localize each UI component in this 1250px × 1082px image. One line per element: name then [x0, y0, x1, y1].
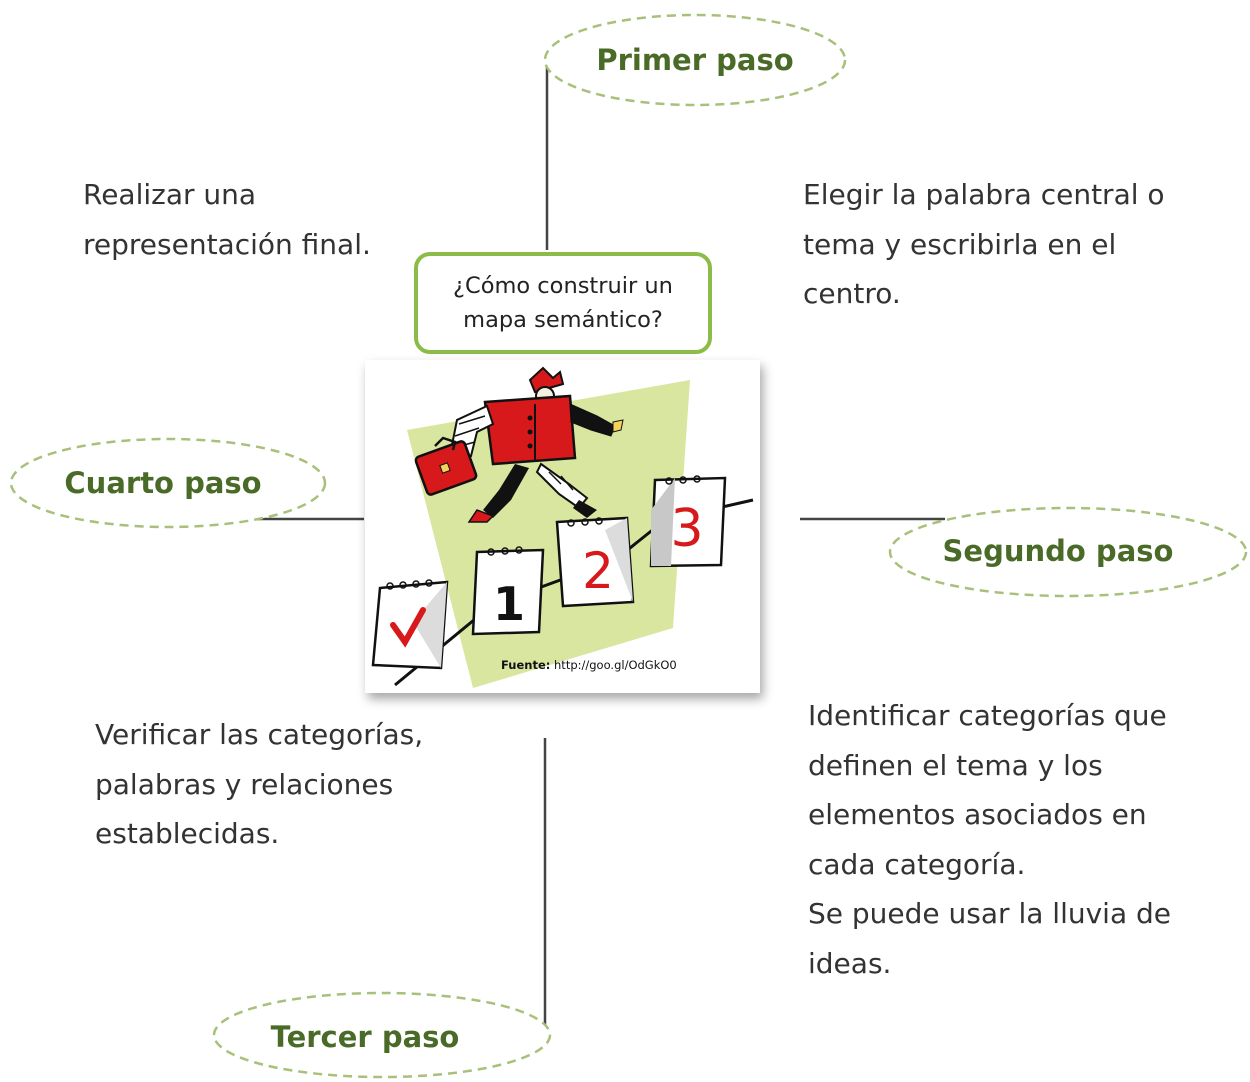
running-businessman-figure	[449, 366, 624, 523]
image-source-caption: Fuente: http://goo.gl/OdGkO0	[501, 658, 677, 672]
calendar-number-3: 3	[670, 499, 703, 559]
calendar-page-2: 2	[555, 516, 635, 608]
check-mark-icon	[390, 607, 426, 648]
source-label: Fuente:	[501, 658, 551, 672]
step-label-segundo-paso: Segundo paso	[943, 534, 1174, 568]
step-node-segundo-paso: Segundo paso	[888, 506, 1248, 598]
step-node-cuarto-paso: Cuarto paso	[9, 437, 327, 529]
central-question-box: ¿Cómo construir un mapa semántico?	[414, 252, 712, 354]
calendar-number-1: 1	[493, 577, 525, 631]
step-description-primer-paso: Elegir la palabra central o tema y escri…	[803, 178, 1165, 310]
step-description-tercer-paso: Verificar las categorías, palabras y rel…	[95, 718, 424, 850]
step-description-cuarto-paso: Realizar una representación final.	[83, 178, 371, 261]
step-node-tercer-paso: Tercer paso	[212, 991, 552, 1079]
central-illustration: 1 2 3 Fuente: http://goo.gl/OdGkO0	[365, 360, 760, 693]
briefcase-icon	[414, 436, 478, 496]
calendar-number-2: 2	[582, 542, 614, 600]
calendar-page-check	[371, 579, 449, 670]
step-label-cuarto-paso: Cuarto paso	[64, 466, 261, 500]
calendar-page-3: 3	[649, 475, 727, 568]
source-url: http://goo.gl/OdGkO0	[554, 658, 677, 672]
step-node-primer-paso: Primer paso	[543, 13, 847, 107]
step-label-tercer-paso: Tercer paso	[271, 1020, 460, 1054]
step-description-segundo-paso: Identificar categorías que definen el te…	[808, 699, 1172, 980]
step-label-primer-paso: Primer paso	[596, 43, 793, 77]
central-question-text: ¿Cómo construir un mapa semántico?	[453, 273, 673, 333]
calendar-page-1: 1	[471, 546, 545, 636]
